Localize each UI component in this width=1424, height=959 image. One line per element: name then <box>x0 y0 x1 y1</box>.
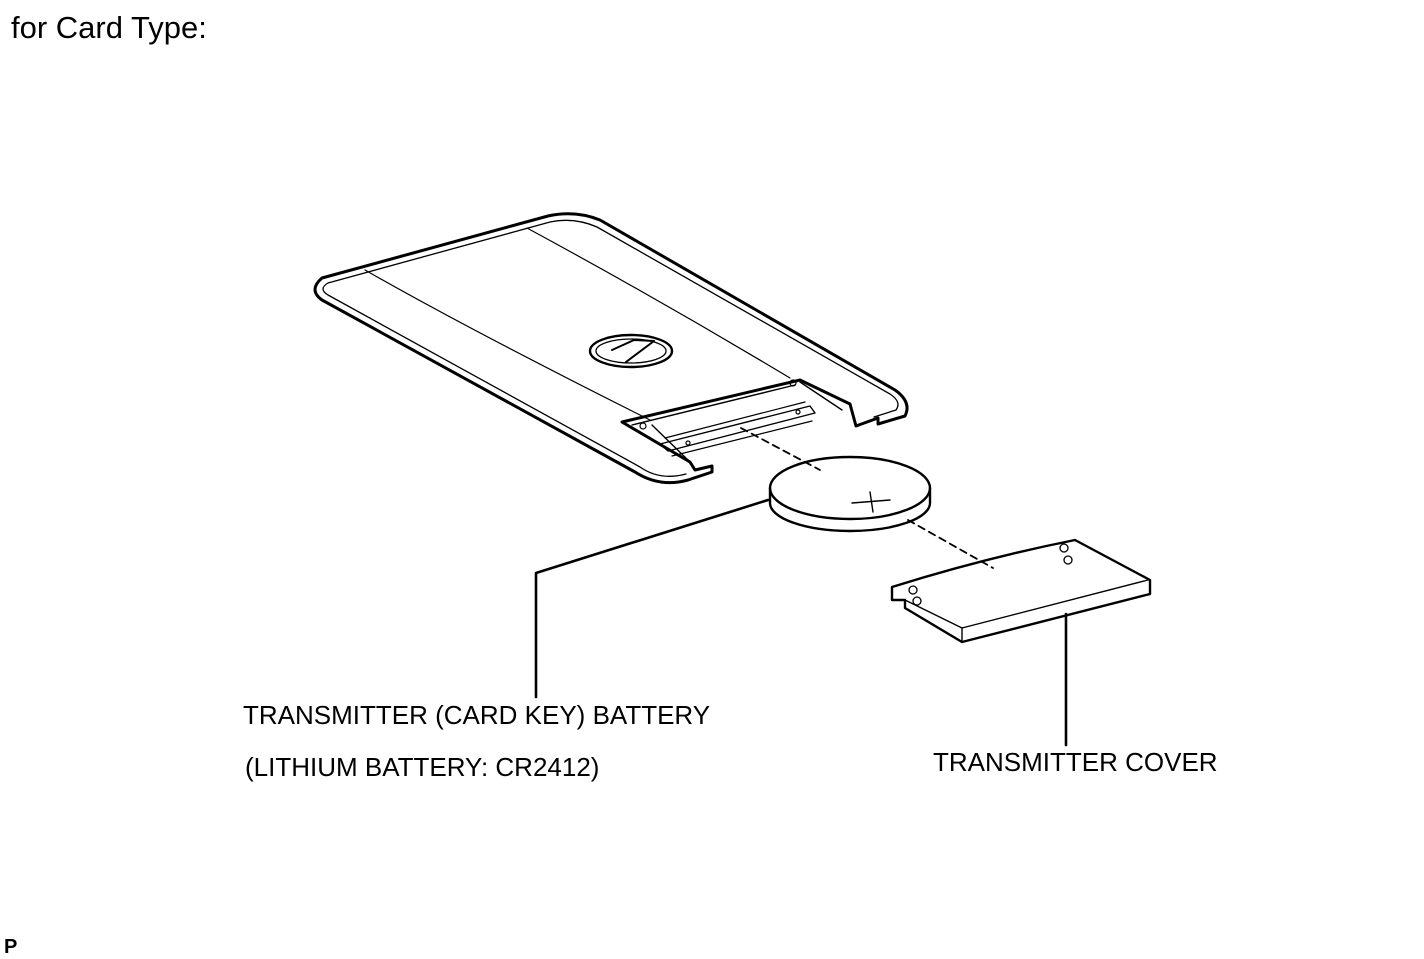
label-battery-type: (LITHIUM BATTERY: CR2412) <box>245 752 600 782</box>
leader-line-battery <box>534 498 770 699</box>
assembly-line-slot-to-battery <box>740 427 821 471</box>
emblem-icon <box>588 333 674 369</box>
battery-slot <box>621 379 857 463</box>
transmitter-cover <box>890 538 1152 644</box>
assembly-line-battery-to-cover <box>907 519 994 569</box>
lithium-battery <box>768 455 932 533</box>
card-key-body <box>313 212 909 485</box>
heading: for Card Type: <box>11 10 207 45</box>
label-transmitter-cover: TRANSMITTER COVER <box>933 747 1218 777</box>
label-battery-name: TRANSMITTER (CARD KEY) BATTERY <box>243 700 711 730</box>
corner-mark: P <box>4 936 18 958</box>
